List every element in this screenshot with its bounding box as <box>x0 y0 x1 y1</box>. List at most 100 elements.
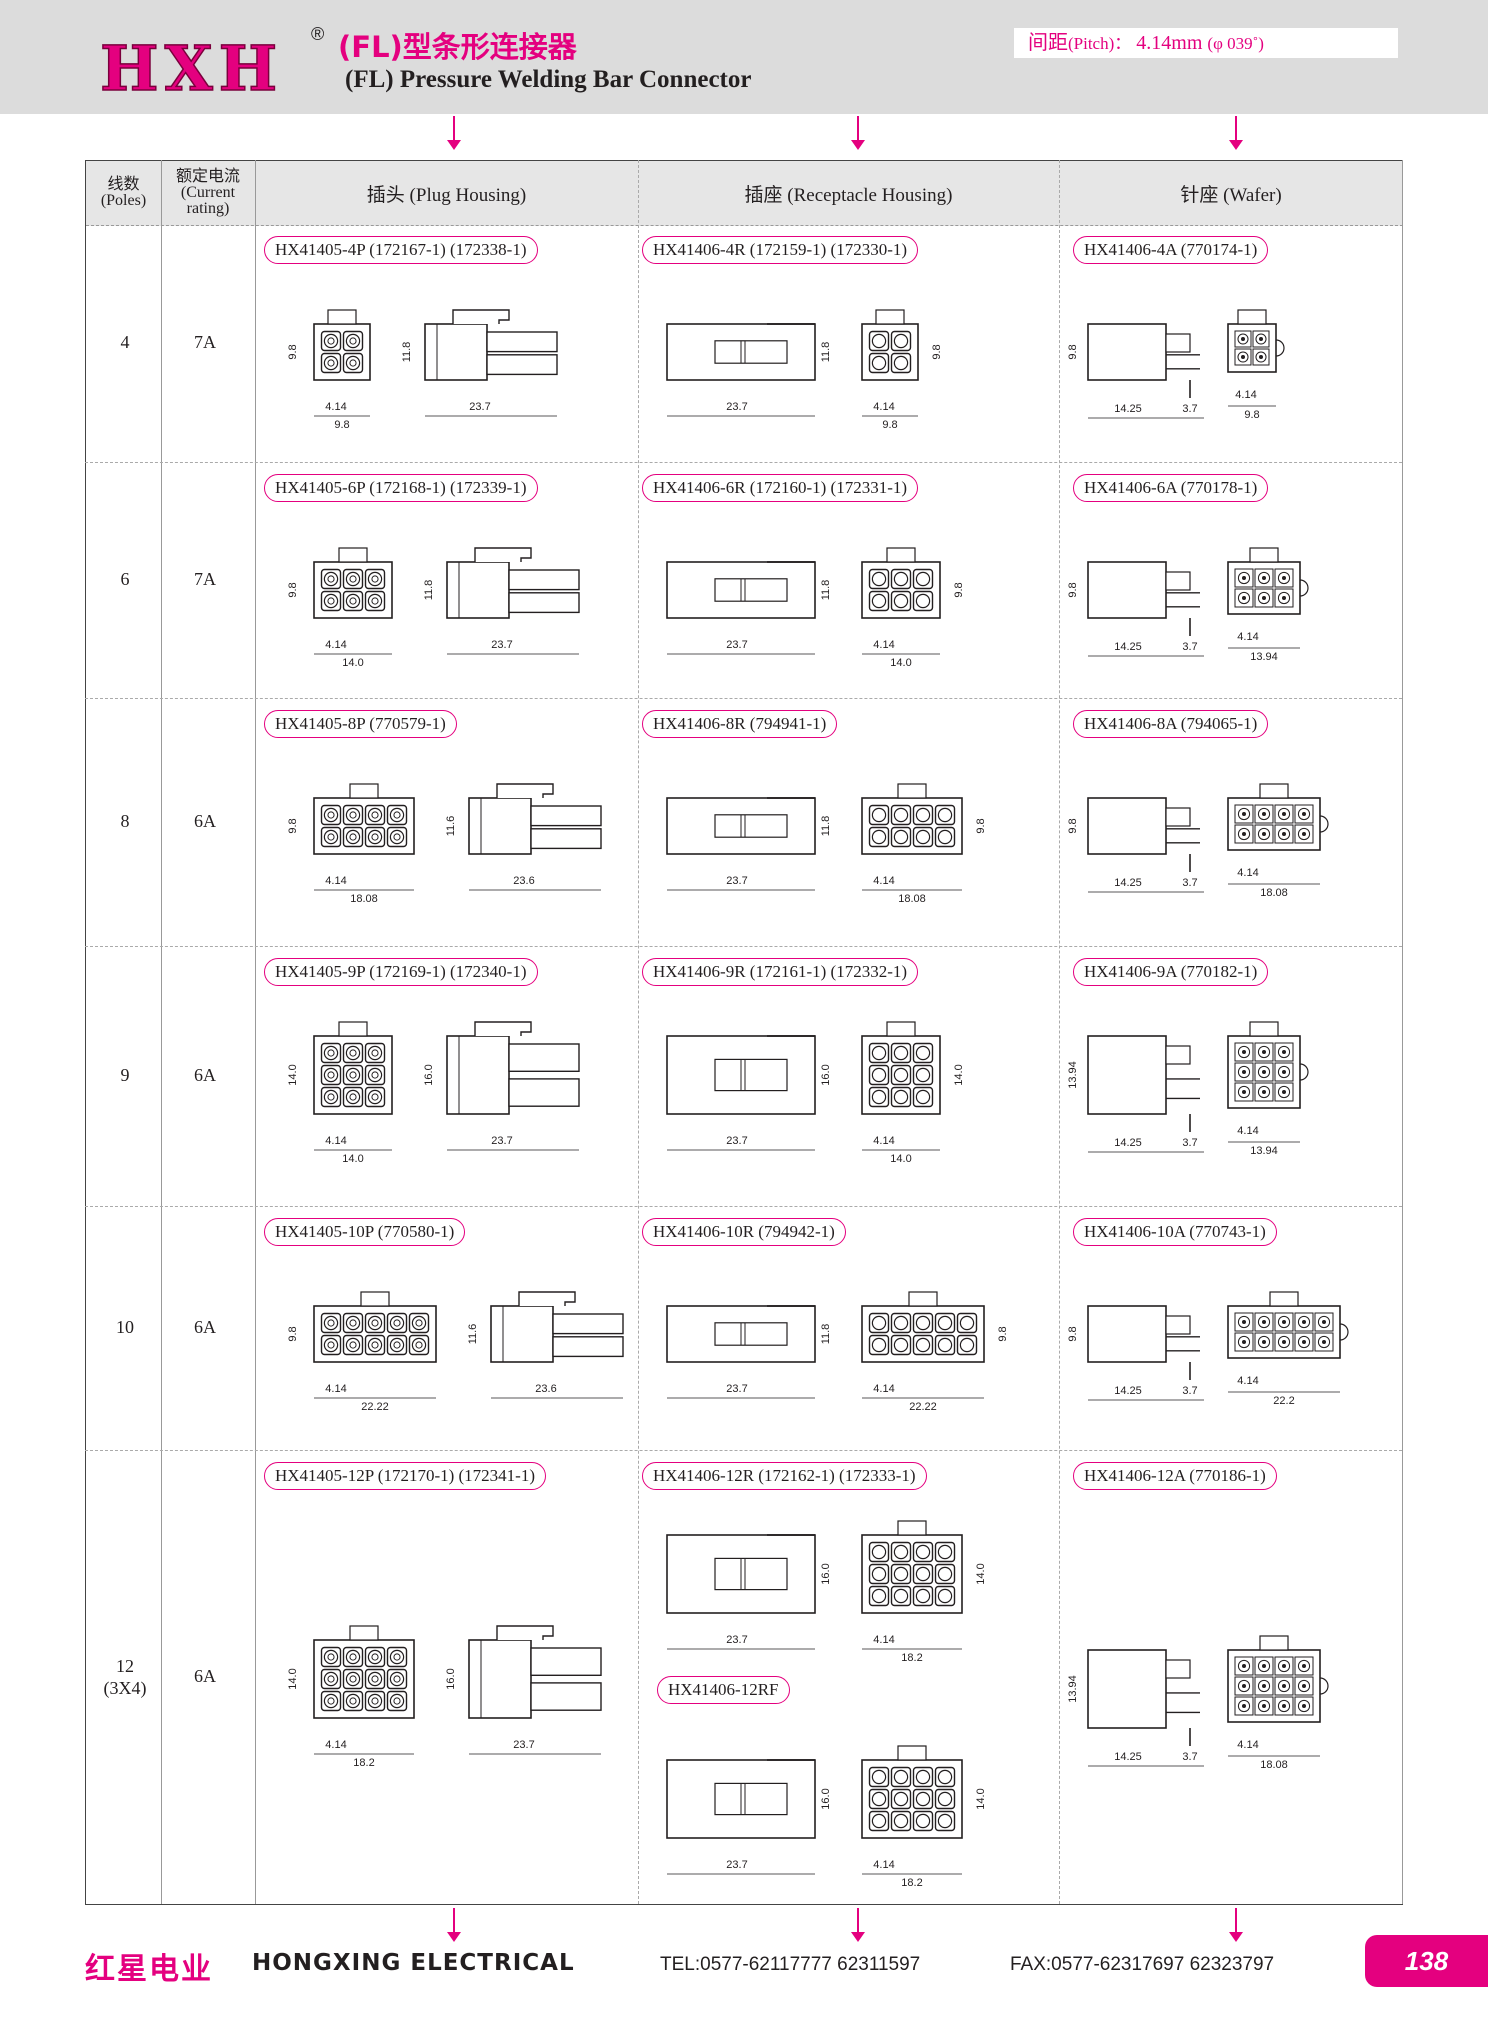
row-divider <box>85 462 1402 463</box>
dimension-label: 23.7 <box>726 401 747 413</box>
pitch-value: 4.14mm <box>1136 32 1203 54</box>
dimension-label: 11.6 <box>445 816 457 837</box>
dimension-label: 14.0 <box>342 1153 363 1165</box>
dimension-label: 3.7 <box>1182 877 1197 889</box>
part-label-plug: HX41405-8P (770579-1) <box>264 710 457 738</box>
current-value: 7A <box>194 569 216 589</box>
part-label-plug: HX41405-10P (770580-1) <box>264 1218 466 1246</box>
poles-value: 8 <box>120 811 130 831</box>
row-divider <box>85 698 1402 699</box>
dimension-label: 13.94 <box>1250 651 1278 663</box>
dimension-label: 16.0 <box>820 1563 832 1584</box>
dimension-label: 11.8 <box>401 342 413 363</box>
dimension-label: 14.25 <box>1114 877 1142 889</box>
dimension-label: 23.7 <box>726 875 747 887</box>
receptacle-housing-drawing: 23.7 11.8 9.8 4.14 9.8 <box>666 309 943 431</box>
dimension-label: 14.25 <box>1114 1751 1142 1763</box>
dimension-label: 4.14 <box>873 1634 894 1646</box>
dimension-label: 4.14 <box>325 1383 346 1395</box>
dimension-label: 14.25 <box>1114 641 1142 653</box>
part-label-plug: HX41405-6P (172168-1) (172339-1) <box>264 474 538 502</box>
dimension-label: 18.08 <box>350 893 378 905</box>
company-name-cn: 红星电业 <box>85 1952 213 1987</box>
down-arrow-icon <box>447 1908 461 1942</box>
down-arrow-icon <box>851 1908 865 1942</box>
dimension-label: 4.14 <box>1237 1739 1258 1751</box>
dimension-label: 9.8 <box>975 818 987 833</box>
dimension-label: 14.0 <box>975 1563 987 1584</box>
down-arrow-icon <box>851 116 865 150</box>
dimension-label: 4.14 <box>873 401 894 413</box>
dimension-label: 22.2 <box>1273 1395 1294 1407</box>
dimension-label: 14.0 <box>287 1668 299 1689</box>
dimension-label: 3.7 <box>1182 1137 1197 1149</box>
dimension-label: 4.14 <box>873 875 894 887</box>
dimension-label: 9.8 <box>287 582 299 597</box>
poles-value: 4 <box>120 332 130 352</box>
dimension-label: 9.8 <box>1067 818 1079 833</box>
dimension-label: 4.14 <box>1237 1125 1258 1137</box>
column-divider <box>255 160 256 1904</box>
dimension-label: 23.7 <box>726 1634 747 1646</box>
dimension-label: 14.0 <box>890 1153 911 1165</box>
part-label-wafer: HX41406-9A (770182-1) <box>1073 958 1269 986</box>
dimension-label: 23.6 <box>535 1383 556 1395</box>
wafer-drawing: 9.8 14.25 3.7 4.14 9.8 <box>1067 309 1285 421</box>
down-arrow-icon <box>1229 116 1243 150</box>
pitch-label-en: (Pitch)： <box>1068 34 1132 53</box>
dimension-label: 18.2 <box>353 1757 374 1769</box>
poles-value: 9 <box>120 1065 130 1085</box>
header-plug: 插头 (Plug Housing) <box>366 184 527 206</box>
dimension-label: 9.8 <box>953 582 965 597</box>
dimension-label: 9.8 <box>1067 344 1079 359</box>
dimension-label: 14.25 <box>1114 403 1142 415</box>
dimension-label: 4.14 <box>873 1383 894 1395</box>
dimension-label: 3.7 <box>1182 1751 1197 1763</box>
part-label-wafer: HX41406-6A (770178-1) <box>1073 474 1269 502</box>
part-label-wafer: HX41406-10A (770743-1) <box>1073 1218 1277 1246</box>
current-value: 6A <box>194 1065 216 1085</box>
dimension-label: 11.8 <box>820 1324 832 1345</box>
dimension-label: 23.6 <box>513 875 534 887</box>
part-label-wafer: HX41406-8A (794065-1) <box>1073 710 1269 738</box>
current-value: 6A <box>194 1317 216 1337</box>
part-label-receptacle: HX41406-9R (172161-1) (172332-1) <box>642 958 919 986</box>
dimension-label: 4.14 <box>873 1859 894 1871</box>
dimension-label: 9.8 <box>931 344 943 359</box>
dimension-label: 11.6 <box>467 1324 479 1345</box>
dimension-label: 23.7 <box>513 1739 534 1751</box>
dimension-label: 9.8 <box>1244 409 1259 421</box>
dimension-label: 3.7 <box>1182 403 1197 415</box>
pitch-label-cn: 间距 <box>1028 32 1068 54</box>
poles-value: 6 <box>120 569 130 589</box>
dimension-label: 9.8 <box>882 419 897 431</box>
dimension-label: 23.7 <box>726 1135 747 1147</box>
dimension-label: 4.14 <box>1237 631 1258 643</box>
dimension-label: 4.14 <box>325 639 346 651</box>
dimension-label: 18.08 <box>898 893 926 905</box>
dimension-label: 4.14 <box>325 875 346 887</box>
dimension-label: 23.7 <box>469 401 490 413</box>
page-number: 138 <box>1365 1935 1488 1987</box>
dimension-label: 4.14 <box>1235 389 1256 401</box>
dimension-label: 11.8 <box>820 342 832 363</box>
title-english: (FL) Pressure Welding Bar Connector <box>345 66 752 93</box>
column-divider <box>1402 160 1403 1904</box>
dimension-label: 16.0 <box>423 1064 435 1085</box>
dimension-label: 23.7 <box>726 639 747 651</box>
current-value: 7A <box>194 332 216 352</box>
pitch-alt: (φ 039˚) <box>1207 34 1264 53</box>
part-label-receptacle: HX41406-12R (172162-1) (172333-1) <box>642 1462 927 1490</box>
dimension-label: 9.8 <box>1067 1326 1079 1341</box>
